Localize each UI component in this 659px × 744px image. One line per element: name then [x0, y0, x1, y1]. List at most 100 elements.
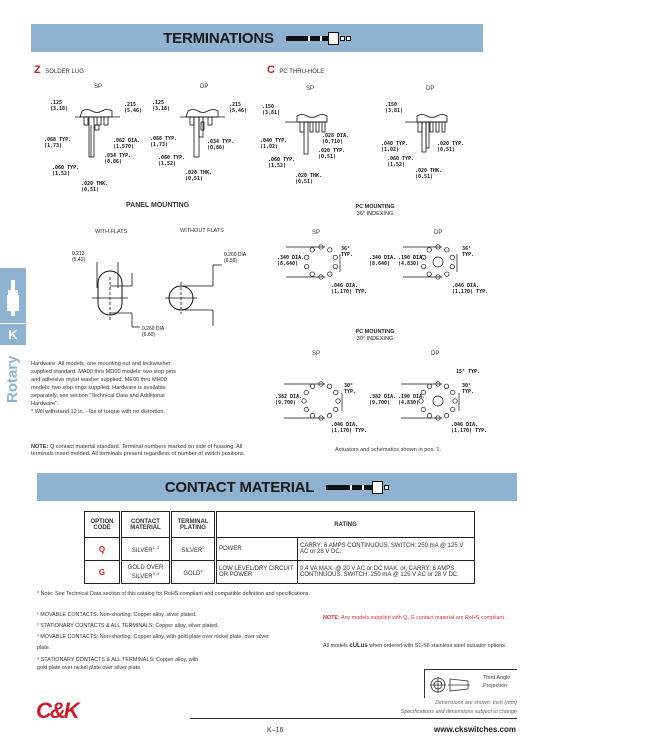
dimension-label: .068 TYP. (1,73)	[150, 136, 178, 148]
rohs-definition-note: * Note: See Technical Data section of th…	[37, 591, 310, 597]
dimension-label: .150 (3,81)	[385, 102, 404, 114]
c-option: C PC THRU-HOLE	[267, 60, 324, 78]
projection-symbol-icon	[430, 677, 470, 693]
footnote-ref: 1, 2	[152, 544, 160, 550]
subtitle: 36° INDEXING	[356, 211, 394, 217]
ul-listed-icon: cULus	[349, 643, 368, 649]
pin-hole	[418, 398, 424, 404]
dimension-label: .125 (3,18)	[152, 100, 171, 112]
dimension-label: .060 TYP. (1,52)	[158, 155, 186, 167]
with-flats-label: WITH FLATS	[95, 229, 128, 235]
column-header: RATING	[215, 511, 475, 538]
dimension-label: .034 TYP. (0,86)	[104, 153, 132, 165]
sp-label: SP	[312, 351, 321, 357]
dimension-label: .068 TYP. (1,73)	[44, 137, 72, 149]
panel-mounting-title: PANEL MOUNTING	[126, 202, 190, 209]
dimension-label: .046 DIA. (1,170) TYP.	[451, 422, 488, 434]
contact-material-header: CONTACT MATERIAL	[37, 473, 517, 501]
title: PC MOUNTING	[355, 329, 395, 335]
pin-hole	[309, 247, 315, 253]
pin-hole	[332, 254, 338, 260]
material: GOLD OVER SILVER	[127, 564, 164, 580]
projection-label: Third Angle Projection	[483, 675, 511, 689]
note-label: NOTE:	[323, 615, 340, 621]
rating-value: CARRY: 6 AMPS CONTINUOUS. SWITCH: 250 mA…	[297, 537, 475, 561]
pin-hole	[304, 254, 310, 260]
ck-logo: C&K	[36, 698, 80, 723]
footnote: ¹ MOVABLE CONTACTS: Non-shorting: Copper…	[37, 612, 197, 618]
section-letter-tab: K	[0, 324, 26, 345]
column-header: CONTACT MATERIAL	[120, 511, 172, 538]
pin-hole	[420, 406, 426, 413]
website-link[interactable]: www.ckswitches.com	[434, 725, 516, 734]
dimension-label: .046 DIA. (1,170) TYP.	[331, 283, 368, 295]
option-code: G	[84, 560, 122, 584]
dimension-label: .340 DIA. (8,640)	[369, 255, 397, 267]
pin-hole	[443, 413, 450, 419]
pin-hole	[303, 389, 309, 396]
pc-thru-hole-sp-drawing	[285, 114, 328, 155]
option-code: Z	[34, 64, 41, 76]
pin-hole	[426, 383, 433, 389]
pin-hole	[309, 413, 316, 419]
pin-hole	[421, 254, 427, 260]
sp-label: SP	[94, 84, 103, 90]
pin-hole	[327, 247, 333, 253]
dimension-label: .020 THK. (0,51)	[185, 170, 213, 182]
dimension-label: .060 TYP. (1,52)	[52, 165, 80, 177]
dimension-label: 0.260 DIA (6.59)	[224, 252, 247, 264]
dimension-label: .034 TYP. (0,86)	[207, 139, 235, 151]
dimension-label: .062 DIA. (1,570)	[113, 138, 141, 150]
column-header: TERMINAL PLATING	[170, 511, 217, 538]
terminations-header: TERMINATIONS	[31, 24, 483, 52]
pc30-sp-footprint	[301, 381, 341, 421]
pin-hole	[421, 264, 427, 270]
ul-text: All models	[323, 643, 348, 649]
part-code-diagram	[326, 480, 390, 494]
section-title: TERMINATIONS	[163, 29, 274, 47]
pin-hole	[444, 247, 450, 253]
note-label: NOTE:	[31, 444, 49, 450]
dimension-label: .060 TYP. (1,52)	[268, 157, 296, 169]
pin-hole	[326, 413, 333, 419]
rating-value: 0.4 VA MAX. @ 20 V AC or DC MAX. or, CAR…	[297, 560, 475, 584]
dimension-label: .190 DIA. (4,830)	[398, 394, 426, 406]
without-flats-label: WITHOUT FLATS	[180, 228, 224, 234]
panel-mounting-drawing	[92, 262, 222, 328]
dimension-label: 36° TYP.	[462, 246, 475, 258]
table-header-row: OPTION CODE CONTACT MATERIAL TERMINAL PL…	[84, 511, 475, 538]
footnotes: ¹ MOVABLE CONTACTS: Non-shorting: Copper…	[37, 610, 277, 672]
dimension-label: .020 THK. (0,51)	[81, 181, 109, 193]
pin-hole	[452, 398, 458, 404]
dimension-label: .382 DIA. (9,700)	[369, 394, 397, 406]
pin-hole	[449, 264, 455, 270]
material: SILVER	[131, 547, 153, 554]
pin-hole	[449, 254, 455, 260]
pin-hole	[301, 398, 307, 404]
pin-hole	[333, 406, 339, 413]
dimension-label: .040 TYP. (1,02)	[260, 138, 288, 150]
specifications-note: Specifications and dimensions subject to…	[400, 709, 517, 715]
pin-hole	[426, 413, 433, 419]
dp-label: DP	[200, 84, 209, 90]
pin-hole	[450, 406, 456, 413]
contact-material-table: OPTION CODE CONTACT MATERIAL TERMINAL PL…	[84, 511, 475, 584]
part-code-diagram	[285, 31, 351, 45]
table-row: Q SILVER1, 2 SILVER2 POWER CARRY: 6 AMPS…	[84, 537, 475, 561]
pin-hole	[450, 389, 456, 396]
termination-drawings	[75, 109, 448, 158]
dimension-label: .020 TYP. (0,51)	[437, 141, 465, 153]
footnote-ref: 4	[200, 567, 203, 573]
page-number: K–16	[267, 727, 284, 734]
dimension-label: .382 DIA. (9,700)	[275, 394, 303, 406]
ul-text: when ordered with S1-S6 stainless steel …	[369, 643, 507, 649]
dp-label: DP	[431, 351, 440, 357]
plating: SILVER	[181, 547, 203, 554]
pin-hole	[304, 264, 310, 270]
dimension-label: .190 DIA. (4,830)	[398, 255, 426, 267]
hardware-note: Hardware: All models, one mounting nut a…	[31, 361, 176, 407]
pc36-dp-footprint	[421, 244, 455, 280]
terminal-note: NOTE: Q contact material standard. Termi…	[31, 444, 256, 458]
pin-hole	[327, 271, 333, 277]
section-title: CONTACT MATERIAL	[164, 478, 315, 496]
